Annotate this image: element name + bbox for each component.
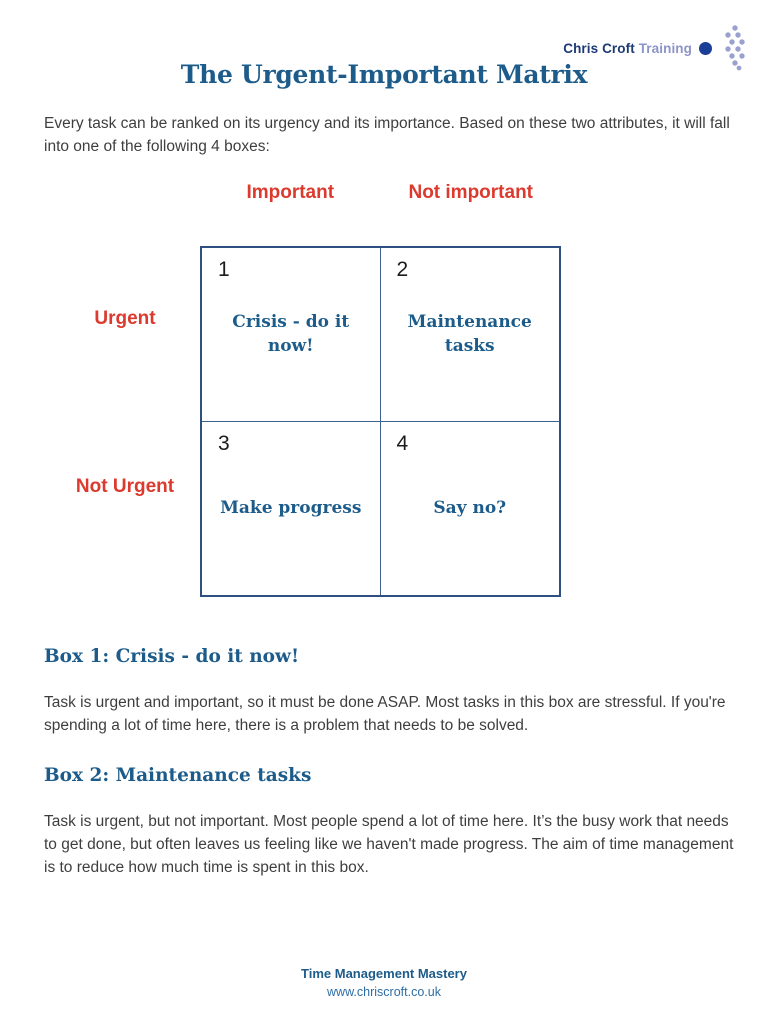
footer-course-title: Time Management Mastery (301, 966, 467, 981)
row-label-urgent: Urgent (94, 308, 156, 329)
cell-4-number: 4 (396, 431, 409, 455)
urgent-important-matrix: Important Not important Urgent Not Urgen… (0, 158, 768, 618)
brand-name-primary: Chris Croft (563, 40, 635, 56)
matrix-cell-2: 2 Maintenance tasks (380, 248, 559, 422)
intro-paragraph: Every task can be ranked on its urgency … (44, 115, 730, 155)
page-footer: Time Management Mastery www.chriscroft.c… (0, 966, 768, 999)
section-heading-box-2: Box 2: Maintenance tasks (44, 765, 312, 786)
logo-dots-icon (725, 25, 745, 71)
cell-1-number: 1 (218, 258, 230, 281)
brand-logo: Chris Croft Training (563, 24, 746, 72)
brand-name-secondary: Training (638, 40, 692, 56)
cell-4-label: Say no? (433, 497, 507, 518)
matrix-column-labels: Important Not important (200, 182, 561, 204)
column-label-important: Important (246, 182, 335, 203)
cell-3-number: 3 (218, 431, 230, 455)
column-label-not-important: Not important (408, 182, 534, 203)
row-label-not-urgent: Not Urgent (75, 476, 175, 497)
matrix-cell-3: 3 Make progress (202, 421, 381, 595)
matrix-cell-1: 1 Crisis - do it now! (202, 248, 381, 422)
footer-website-link[interactable]: www.chriscroft.co.uk (327, 985, 441, 999)
section-heading-box-1: Box 1: Crisis - do it now! (44, 646, 300, 667)
page-title: The Urgent-Important Matrix (180, 60, 588, 89)
section-body-box-1: Task is urgent and important, so it must… (44, 694, 726, 734)
cell-3-label: Make progress (220, 497, 362, 518)
matrix-cell-4: 4 Say no? (381, 422, 560, 596)
cell-1-label: Crisis - do it now! (232, 311, 350, 357)
section-body-box-2: Task is urgent, but not important. Most … (44, 813, 734, 876)
brand-name: Chris Croft Training (563, 41, 692, 56)
matrix-grid: 1 Crisis - do it now! 2 Maintenance task… (200, 246, 561, 597)
cell-2-number: 2 (396, 258, 409, 281)
cell-2-label: Maintenance tasks (407, 311, 532, 357)
logo-dot-icon (699, 41, 712, 55)
